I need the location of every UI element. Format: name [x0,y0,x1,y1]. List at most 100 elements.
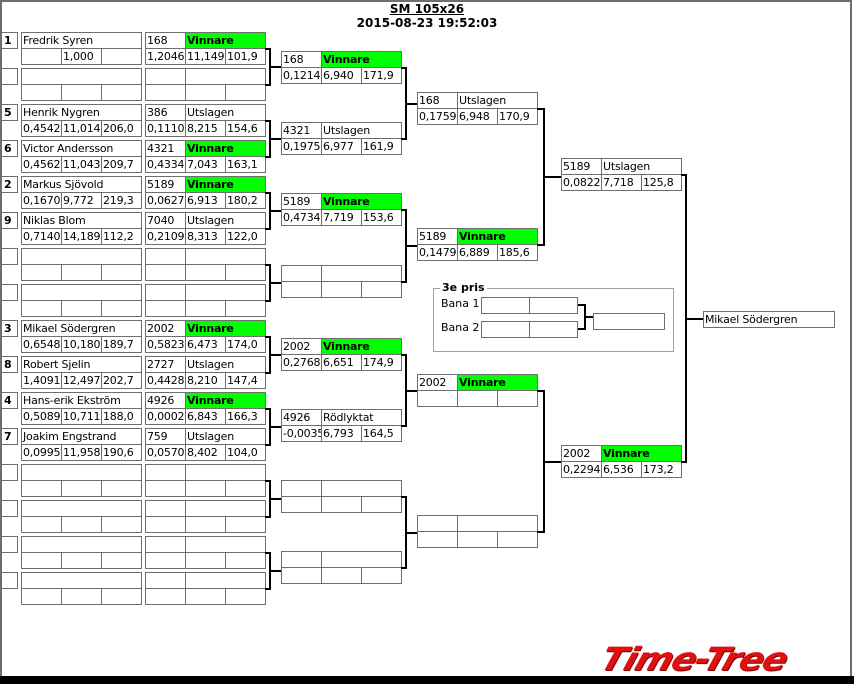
round1-result-status[interactable]: Utslagen [185,356,266,373]
round1-result-value[interactable]: 0,0570 [145,444,186,461]
driver-name[interactable]: Robert Sjelin [21,356,142,373]
round1-result-value[interactable]: 180,2 [225,192,266,209]
round1-result-value[interactable] [225,588,266,605]
driver-name[interactable] [21,464,142,481]
round1-result-id[interactable]: 4926 [145,392,186,409]
round1-result-id[interactable]: 386 [145,104,186,121]
round2-result-id[interactable]: 4321 [281,122,322,139]
round1-result-status[interactable] [185,536,266,553]
round2-result-value[interactable]: 161,9 [361,138,402,155]
qualifier-value[interactable]: 0,5089 [21,408,62,425]
qualifier-value[interactable]: 0,6548 [21,336,62,353]
round1-result-id[interactable]: 759 [145,428,186,445]
round2-result-status[interactable]: Rödlyktat [321,409,402,426]
lane1-cell-a[interactable] [481,297,530,314]
round2-result-id[interactable] [281,265,322,282]
round1-result-value[interactable]: 0,0002 [145,408,186,425]
round2-result-status[interactable] [321,551,402,568]
qualifier-value[interactable] [101,516,142,533]
qualifier-value[interactable] [21,300,62,317]
round3-result-value[interactable]: 6,948 [457,108,498,125]
round2-result-value[interactable]: 0,4734 [281,209,322,226]
round3-result-value[interactable] [417,531,458,548]
round2-result-value[interactable] [361,281,402,298]
qualifier-value[interactable] [61,480,102,497]
qualifier-value[interactable] [101,264,142,281]
qualifier-value[interactable] [21,588,62,605]
round2-result-value[interactable] [361,496,402,513]
round1-result-value[interactable]: 101,9 [225,48,266,65]
round2-result-id[interactable] [281,551,322,568]
round1-result-status[interactable]: Utslagen [185,104,266,121]
round2-result-value[interactable]: 6,651 [321,354,362,371]
round2-result-value[interactable]: 0,2768 [281,354,322,371]
qualifier-value[interactable] [61,588,102,605]
round2-result-value[interactable]: 0,1975 [281,138,322,155]
round3-result-id[interactable]: 5189 [417,228,458,245]
driver-name[interactable] [21,500,142,517]
round1-result-value[interactable]: 154,6 [225,120,266,137]
lane2-cell-b[interactable] [529,321,578,338]
round2-result-value[interactable]: 164,5 [361,425,402,442]
round3-result-value[interactable]: 0,1759 [417,108,458,125]
round2-result-value[interactable]: 7,719 [321,209,362,226]
qualifier-value[interactable]: 0,0995 [21,444,62,461]
round1-result-id[interactable] [145,536,186,553]
round1-result-status[interactable]: Vinnare [185,140,266,157]
round1-result-id[interactable] [145,572,186,589]
round2-result-id[interactable]: 5189 [281,193,322,210]
lane1-cell-b[interactable] [529,297,578,314]
qualifier-value[interactable] [21,552,62,569]
round1-result-value[interactable] [185,588,226,605]
qualifier-value[interactable]: 11,014 [61,120,102,137]
round1-result-value[interactable]: 11,149 [185,48,226,65]
round1-result-id[interactable] [145,500,186,517]
round3-result-value[interactable]: 170,9 [497,108,538,125]
round1-result-value[interactable]: 0,0627 [145,192,186,209]
qualifier-value[interactable]: 219,3 [101,192,142,209]
round4-result-value[interactable]: 6,536 [601,461,642,478]
round1-result-value[interactable]: 0,4334 [145,156,186,173]
round1-result-value[interactable] [185,480,226,497]
round2-result-status[interactable] [321,480,402,497]
round1-result-value[interactable]: 163,1 [225,156,266,173]
round4-result-value[interactable]: 0,0822 [561,174,602,191]
round3-result-value[interactable] [457,390,498,407]
round1-result-status[interactable]: Utslagen [185,428,266,445]
round4-result-status[interactable]: Utslagen [601,158,682,175]
round1-result-status[interactable] [185,68,266,85]
qualifier-value[interactable]: 9,772 [61,192,102,209]
qualifier-value[interactable]: 206,0 [101,120,142,137]
qualifier-value[interactable]: 0,4542 [21,120,62,137]
driver-name[interactable]: Markus Sjövold [21,176,142,193]
round2-result-value[interactable] [281,281,322,298]
round1-result-id[interactable]: 168 [145,32,186,49]
driver-name[interactable] [21,68,142,85]
round1-result-value[interactable]: 0,1110 [145,120,186,137]
round2-result-value[interactable] [361,567,402,584]
round1-result-value[interactable]: 122,0 [225,228,266,245]
round1-result-value[interactable]: 104,0 [225,444,266,461]
round3-result-status[interactable] [457,515,538,532]
round4-result-id[interactable]: 5189 [561,158,602,175]
qualifier-value[interactable] [101,48,142,65]
round2-result-value[interactable]: 6,793 [321,425,362,442]
round1-result-value[interactable] [145,480,186,497]
round1-result-value[interactable]: 6,913 [185,192,226,209]
round1-result-status[interactable]: Vinnare [185,32,266,49]
round1-result-id[interactable] [145,464,186,481]
round3-result-value[interactable]: 185,6 [497,244,538,261]
round1-result-value[interactable] [185,516,226,533]
round3-result-id[interactable]: 2002 [417,374,458,391]
round4-result-value[interactable]: 173,2 [641,461,682,478]
round1-result-id[interactable]: 2727 [145,356,186,373]
round1-result-value[interactable]: 0,2109 [145,228,186,245]
round1-result-value[interactable] [185,84,226,101]
qualifier-value[interactable] [61,552,102,569]
round1-result-status[interactable] [185,248,266,265]
qualifier-value[interactable] [21,48,62,65]
round2-result-value[interactable]: 0,1214 [281,67,322,84]
round1-result-id[interactable] [145,68,186,85]
round2-result-status[interactable]: Vinnare [321,51,402,68]
round1-result-value[interactable]: 8,210 [185,372,226,389]
